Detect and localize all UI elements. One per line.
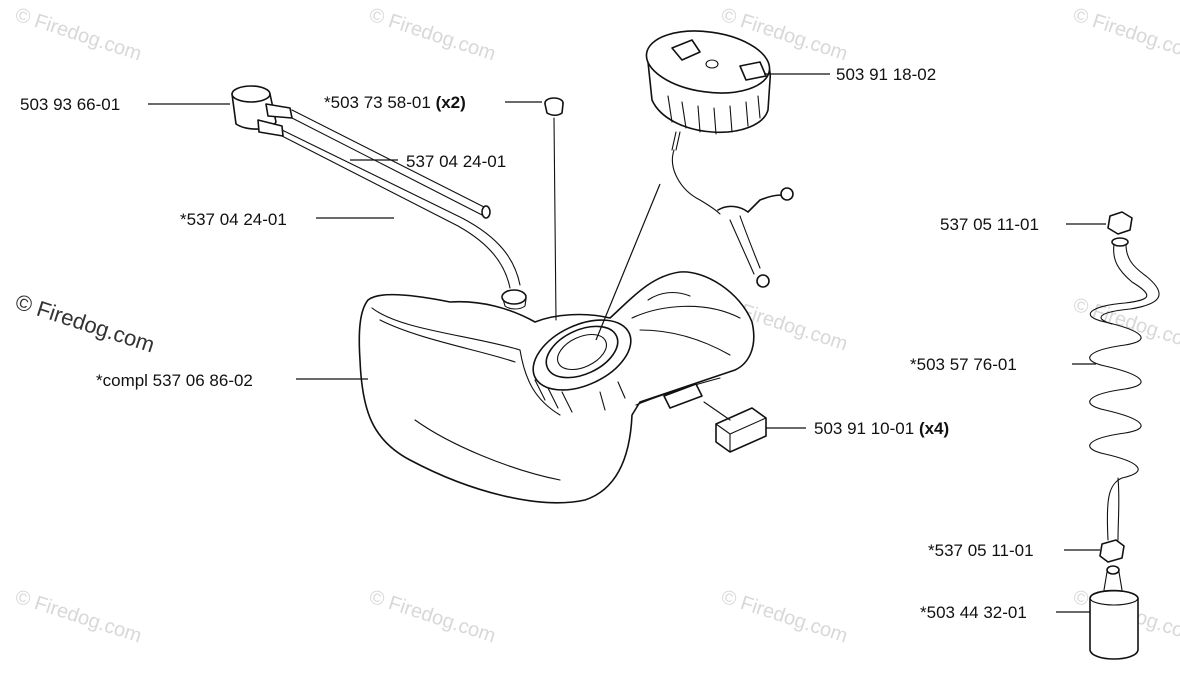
label-coil-hose: *503 57 76-01	[910, 355, 1017, 374]
watermark-text: © Firedog.com	[12, 4, 144, 66]
fuel-tank-drawing	[358, 271, 755, 504]
watermark-text: © Firedog.com	[366, 4, 498, 66]
fuel-cap-drawing	[645, 30, 794, 288]
label-fuel-pickup-grommet: 503 93 66-01	[20, 95, 120, 114]
label-vent-valve: *503 73 58-01 (x2)	[324, 93, 466, 112]
watermark-text: © Firedog.com	[718, 586, 850, 648]
label-fuel-hose-lower: *537 04 24-01	[180, 210, 287, 229]
fuel-hose-drawing	[231, 85, 521, 289]
leader-lines	[148, 73, 1106, 613]
label-fuel-cap: 503 91 18-02	[836, 65, 936, 84]
label-hose-nut-top: 537 05 11-01	[940, 215, 1039, 234]
label-hose-nut-bottom: *537 05 11-01	[928, 541, 1034, 560]
part-labels: 503 93 66-01 *503 73 58-01 (x2) 537 04 2…	[20, 65, 1039, 622]
watermark-text-prominent: © Firedog.com	[12, 289, 157, 357]
label-fuel-tank: *compl 537 06 86-02	[96, 371, 253, 390]
watermark-text: © Firedog.com	[12, 586, 144, 648]
label-rubber-mount: 503 91 10-01 (x4)	[814, 419, 949, 438]
watermark-text: © Firedog.com	[366, 586, 498, 648]
label-fuel-hose-upper: 537 04 24-01	[406, 152, 506, 171]
rubber-mount-drawing	[703, 401, 767, 453]
label-fuel-filter: *503 44 32-01	[920, 603, 1027, 622]
coil-hose-drawing	[1089, 211, 1160, 660]
watermark-text: © Firedog.com	[1070, 4, 1180, 66]
vent-valve-drawing	[544, 97, 564, 321]
